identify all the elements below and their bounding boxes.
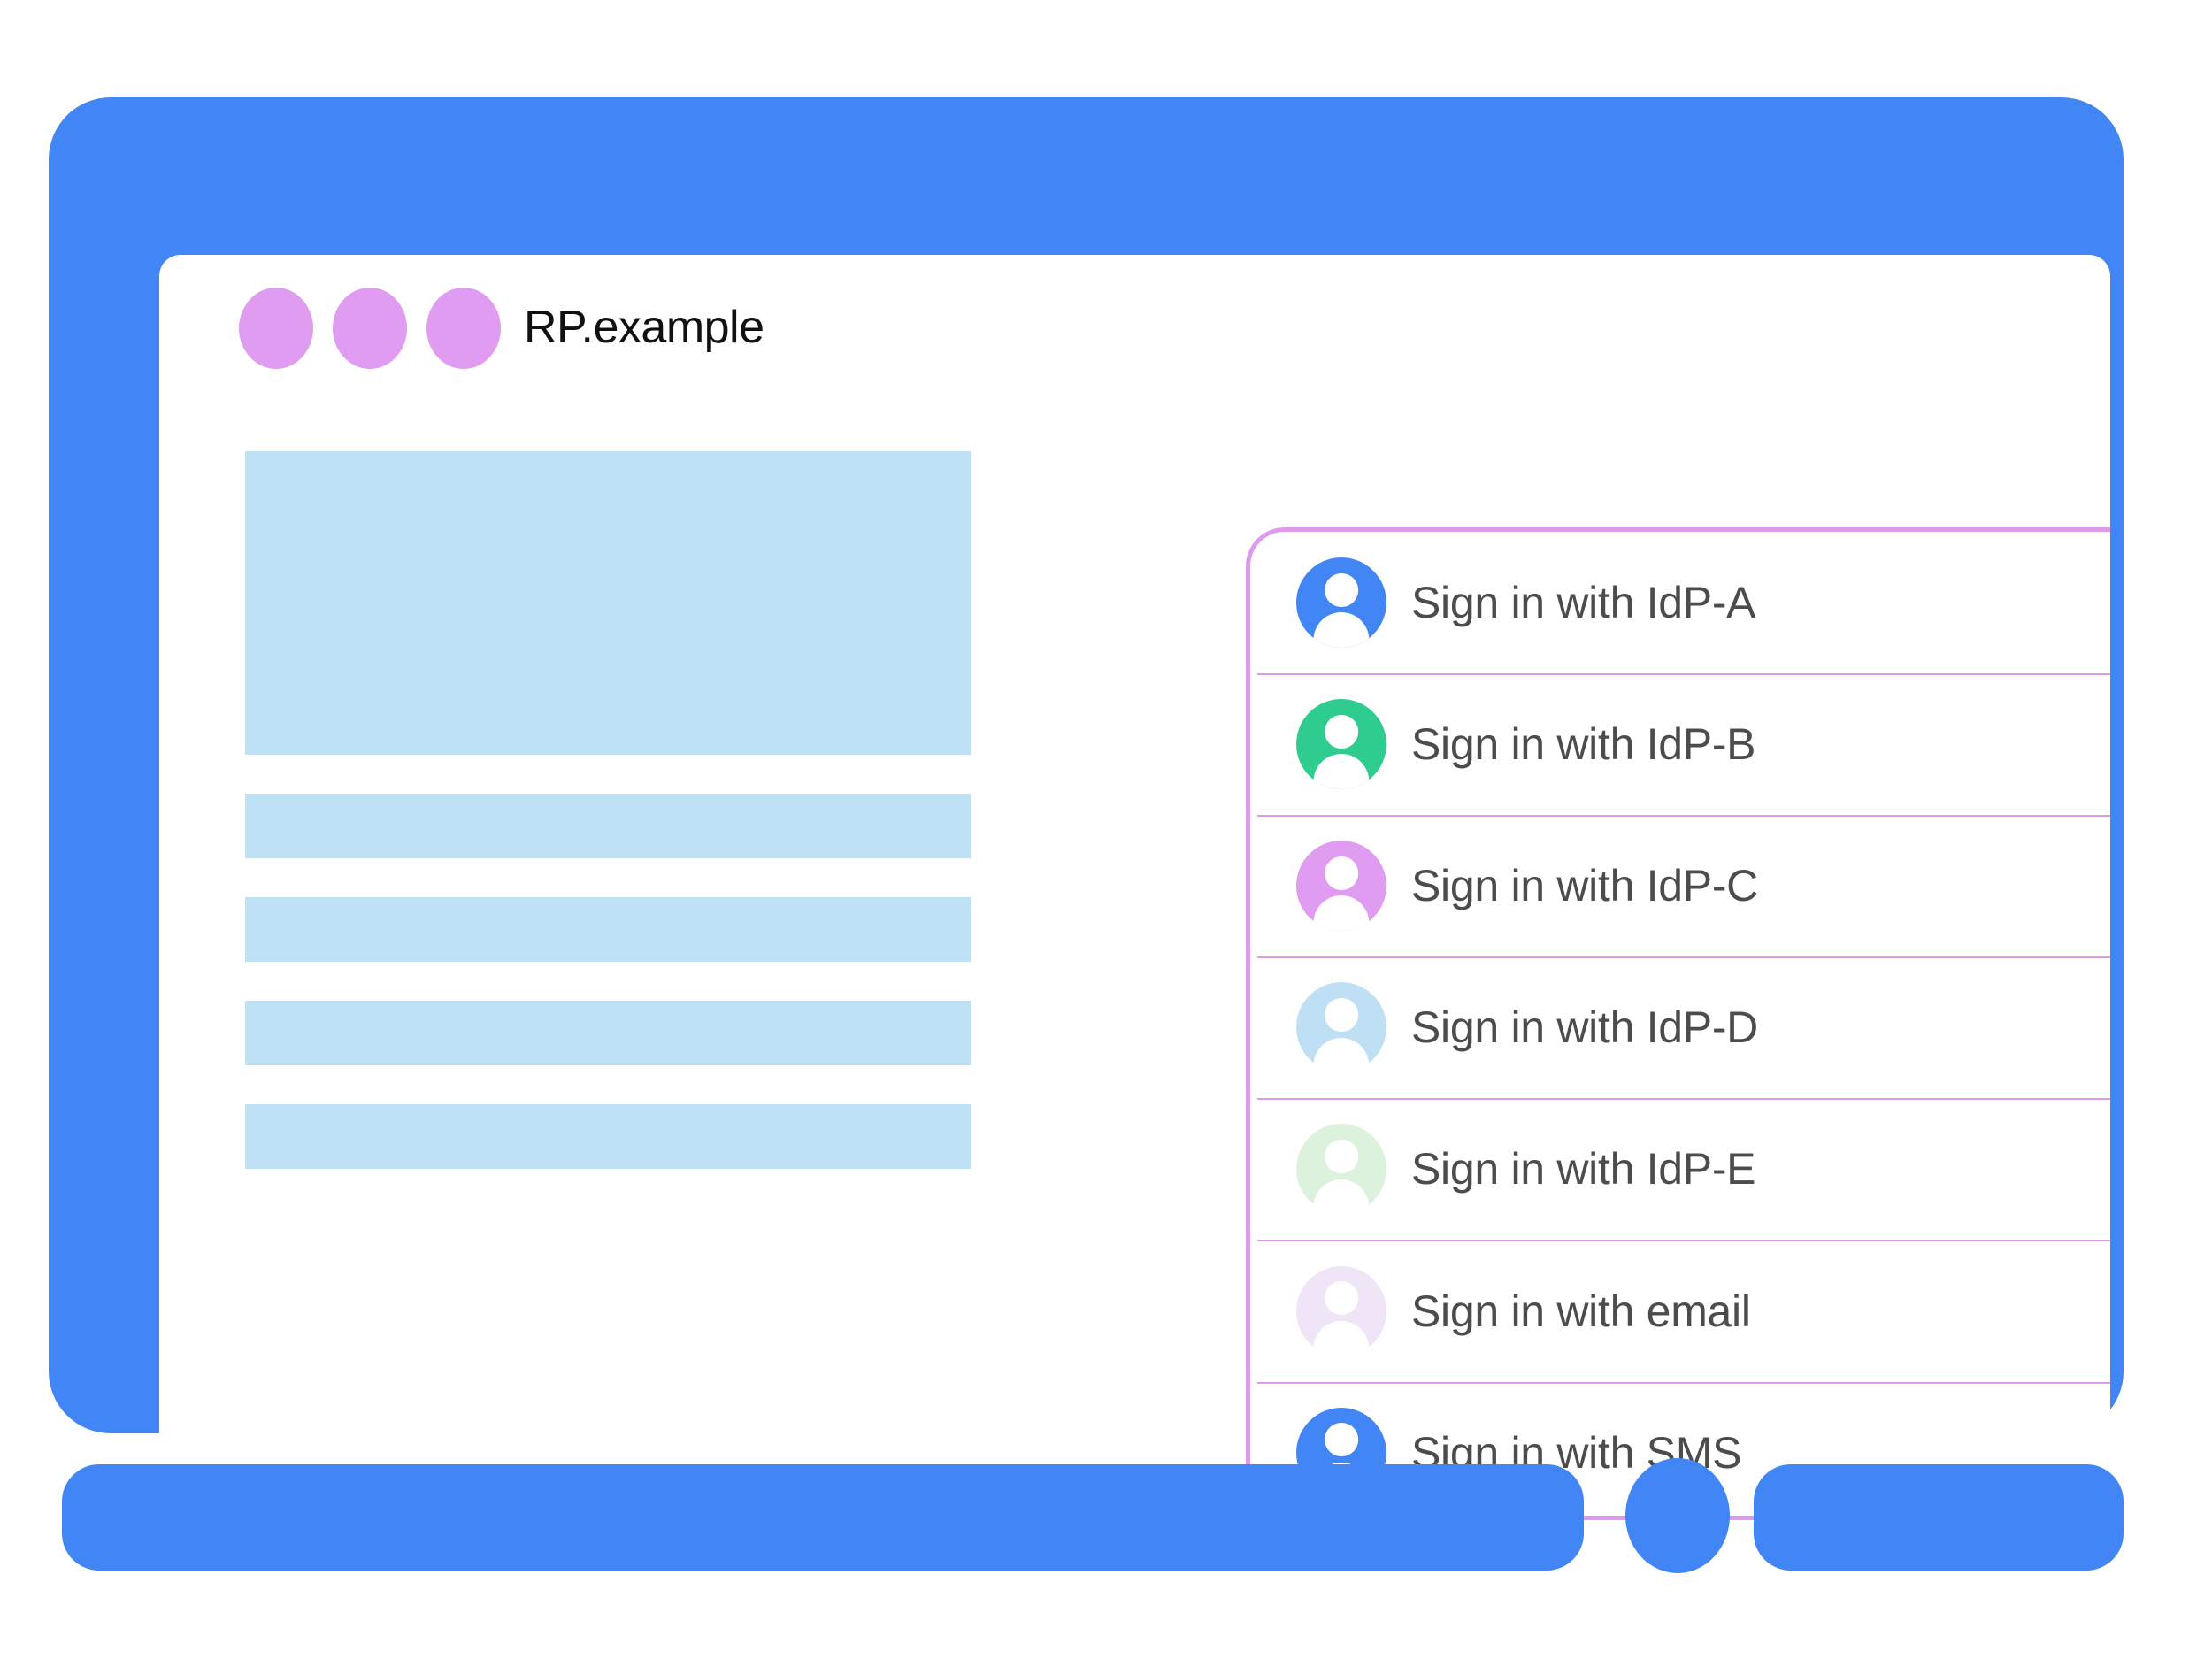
browser-dot-2-icon[interactable]	[333, 288, 407, 369]
content-bar-placeholder-4	[245, 1104, 971, 1169]
signin-option-row[interactable]: Sign in with IdP-D	[1250, 956, 2110, 1098]
account-avatar-icon	[1296, 841, 1386, 932]
account-avatar-icon	[1296, 699, 1386, 790]
signin-option-label: Sign in with IdP-B	[1411, 719, 1756, 770]
account-avatar-icon	[1296, 1124, 1386, 1215]
content-bar-placeholder-1	[245, 794, 971, 858]
account-avatar-icon	[1296, 982, 1386, 1073]
account-avatar-icon	[1296, 1265, 1386, 1356]
signin-option-label: Sign in with IdP-A	[1411, 578, 1756, 628]
device-screen: RP.example Sign in with IdP-A Sign in	[159, 255, 2110, 1520]
account-avatar-icon	[1296, 557, 1386, 649]
signin-option-label: Sign in with IdP-C	[1411, 861, 1758, 911]
site-title: RP.example	[524, 302, 764, 353]
tablet-device-frame: RP.example Sign in with IdP-A Sign in	[49, 97, 2124, 1520]
signin-option-row[interactable]: Sign in with IdP-A	[1250, 532, 2110, 673]
signin-option-row[interactable]: Sign in with IdP-B	[1250, 673, 2110, 815]
account-chooser-card: Sign in with IdP-A Sign in with IdP-B Si…	[1246, 527, 2110, 1520]
signin-option-label: Sign in with email	[1411, 1286, 1751, 1336]
content-bar-placeholder-3	[245, 1001, 971, 1065]
browser-dot-3-icon[interactable]	[426, 288, 501, 369]
signin-option-row[interactable]: Sign in with email	[1250, 1240, 2110, 1381]
device-bezel-chin-left	[62, 1464, 1584, 1571]
page-content-column	[245, 451, 971, 1169]
content-hero-placeholder	[245, 451, 971, 755]
browser-title-bar: RP.example	[159, 255, 2110, 392]
home-button[interactable]	[1625, 1458, 1730, 1573]
browser-dot-1-icon[interactable]	[239, 288, 313, 369]
signin-option-row[interactable]: Sign in with IdP-E	[1250, 1098, 2110, 1240]
content-bar-placeholder-2	[245, 897, 971, 962]
device-bezel-chin-right	[1754, 1464, 2124, 1571]
signin-option-label: Sign in with IdP-E	[1411, 1144, 1756, 1194]
signin-option-row[interactable]: Sign in with IdP-C	[1250, 815, 2110, 956]
signin-option-label: Sign in with IdP-D	[1411, 1002, 1758, 1053]
